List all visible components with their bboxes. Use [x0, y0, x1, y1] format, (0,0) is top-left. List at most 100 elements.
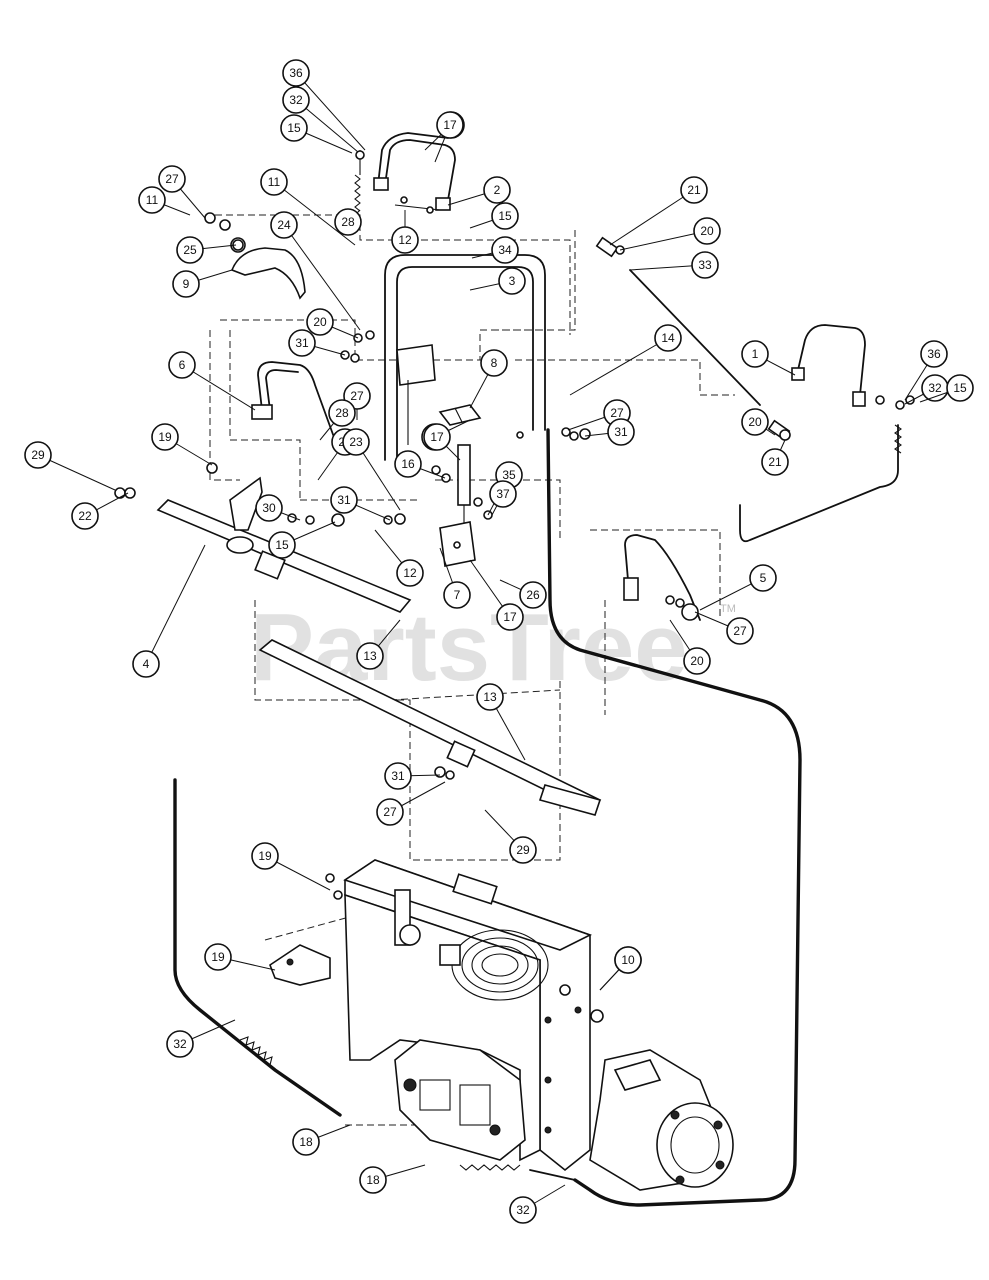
callout-number: 26	[526, 588, 540, 602]
callout-23: 23	[342, 428, 401, 511]
callout-11: 11	[260, 168, 356, 246]
callout-25: 25	[176, 236, 237, 264]
callout-number: 29	[516, 843, 530, 857]
callout-bubble	[282, 59, 310, 87]
callout-bubble	[132, 650, 160, 678]
callout-31: 31	[288, 329, 346, 357]
callout-number: 19	[211, 950, 225, 964]
callout-number: 19	[258, 849, 272, 863]
callout-4: 4	[132, 544, 206, 678]
callout-32: 32	[166, 1019, 236, 1058]
watermark-trademark: TM	[720, 603, 736, 615]
callout-number: 32	[928, 381, 942, 395]
callout-number: 28	[335, 406, 349, 420]
callout-number: 14	[661, 331, 675, 345]
callout-31: 31	[330, 486, 391, 521]
mount-bracket	[269, 944, 331, 986]
callout-number: 21	[687, 183, 701, 197]
engine-housing	[343, 859, 593, 1172]
callout-number: 5	[760, 571, 767, 585]
callout-bubble	[741, 340, 769, 368]
callout-bubble	[476, 683, 504, 711]
callout-2: 2	[447, 176, 511, 206]
callout-bubble	[251, 842, 279, 870]
callout-bubble	[491, 202, 519, 230]
callout-27: 27	[376, 781, 446, 826]
callout-19: 19	[151, 423, 213, 466]
callout-1: 1	[741, 340, 796, 376]
callout-bubble	[391, 226, 419, 254]
bracket-plate	[438, 404, 482, 426]
callout-number: 22	[78, 509, 92, 523]
callout-32: 32	[282, 86, 359, 153]
watermark: PartsTree	[250, 594, 688, 701]
callout-leader	[295, 72, 366, 151]
callout-27: 27	[158, 165, 206, 219]
callout-leader	[609, 189, 695, 246]
callout-20: 20	[619, 217, 721, 251]
callout-36: 36	[282, 59, 366, 151]
right-cable	[739, 424, 902, 543]
callout-bubble	[680, 176, 708, 204]
callout-28: 28	[334, 208, 362, 236]
pivot-bracket	[439, 521, 476, 567]
callout-number: 15	[953, 381, 967, 395]
callout-3: 3	[469, 267, 526, 295]
callout-leader	[283, 224, 361, 331]
lower-bail	[251, 361, 336, 441]
callout-18: 18	[292, 1124, 351, 1156]
callout-bubble	[443, 581, 471, 609]
callout-29: 29	[24, 441, 116, 491]
callout-bubble	[519, 581, 547, 609]
callout-number: 27	[733, 624, 747, 638]
callout-bubble	[71, 502, 99, 530]
control-cables	[173, 428, 802, 1207]
callout-number: 13	[363, 649, 377, 663]
transmission	[394, 1039, 526, 1161]
callout-leader	[145, 544, 206, 665]
callout-9: 9	[172, 269, 233, 298]
callout-bubble	[158, 165, 186, 193]
callout-20: 20	[306, 308, 359, 339]
callout-bubble	[509, 836, 537, 864]
callout-bubble	[693, 217, 721, 245]
callout-10: 10	[599, 946, 642, 991]
callout-26: 26	[499, 579, 547, 609]
callout-bubble	[24, 441, 52, 469]
callout-number: 23	[349, 435, 363, 449]
callout-bubble	[151, 423, 179, 451]
callout-number: 21	[768, 455, 782, 469]
callout-bubble	[359, 1166, 387, 1194]
callout-number: 9	[183, 277, 190, 291]
callout-bubble	[683, 647, 711, 675]
callout-number: 12	[403, 566, 417, 580]
callout-12: 12	[391, 210, 419, 254]
callout-bubble	[306, 308, 334, 336]
callout-number: 11	[146, 193, 159, 207]
callout-number: 31	[614, 425, 628, 439]
callout-bubble	[498, 267, 526, 295]
callout-number: 29	[31, 448, 45, 462]
callout-28: 28	[319, 399, 356, 441]
callout-bubble	[480, 349, 508, 377]
callout-16: 16	[394, 450, 446, 479]
callout-number: 1	[752, 347, 759, 361]
callout-15: 15	[469, 202, 519, 230]
callout-20: 20	[741, 408, 776, 436]
callout-number: 30	[262, 501, 276, 515]
callout-bubble	[166, 1030, 194, 1058]
callout-number: 6	[179, 358, 186, 372]
callout-number: 13	[483, 690, 497, 704]
callout-17: 17	[423, 423, 461, 461]
callout-bubble	[384, 762, 412, 790]
callout-number: 27	[165, 172, 179, 186]
callout-7: 7	[439, 547, 471, 609]
callout-number: 17	[443, 118, 457, 132]
callout-15: 15	[268, 521, 336, 559]
right-bail	[791, 324, 866, 407]
callout-bubble	[726, 617, 754, 645]
callout-bubble	[491, 236, 519, 264]
callout-5: 5	[699, 564, 777, 611]
callout-bubble	[138, 186, 166, 214]
callout-bubble	[436, 111, 464, 139]
